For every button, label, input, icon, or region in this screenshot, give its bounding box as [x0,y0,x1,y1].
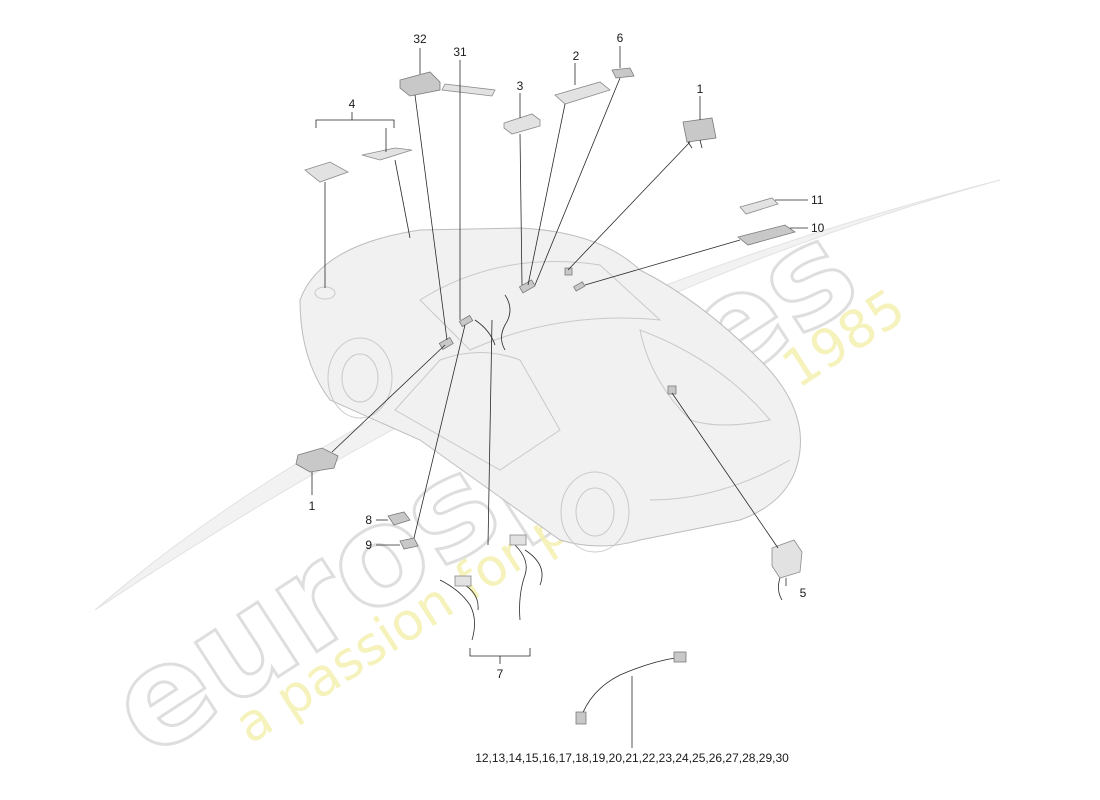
callout-12-30: 12,13,14,15,16,17,18,19,20,21,22,23,24,2… [475,751,789,765]
part-3-unit [503,113,541,135]
bracket-4 [315,112,395,128]
part-5-speaker [771,539,803,579]
rear-wheel [560,471,630,553]
car-windshield [419,261,662,351]
part-11-cover [739,197,779,215]
callout-11: 11 [811,193,824,207]
callout-3: 3 [517,79,524,93]
callout-5: 5 [800,586,807,600]
part-1-control-unit-bottom [295,447,339,473]
part-2-panel [554,81,611,105]
part-12-30-plug-a [575,711,587,725]
part-4-pad-left [304,161,349,183]
part-12-30-cable [579,657,676,721]
bracket-7 [469,648,531,664]
part-7-harness-right [514,544,543,621]
part-9-clip [399,537,419,550]
part-mounted-5 [573,281,586,292]
callout-labels: 32 31 6 2 3 4 1 11 10 1 8 9 5 7 12,13,14… [309,31,825,765]
callout-8: 8 [365,513,372,527]
part-7-connector-a [454,575,472,587]
part-mounted-2 [458,314,474,328]
callout-31: 31 [453,45,467,59]
callout-4: 4 [349,97,356,111]
leader-32-to-car [414,94,448,341]
front-wheel [327,337,393,419]
interior-harness [474,294,511,351]
callout-1-bottom: 1 [309,499,316,513]
front-wheel-rim [341,353,379,403]
part-mounted-3 [518,279,536,294]
part-10-module [737,224,796,246]
part-6-module [611,67,635,79]
part-12-30-plug-b [673,651,687,663]
leader-lines [311,46,808,748]
part-1-control-unit-top [682,117,717,143]
leader-5-to-car [671,392,779,549]
car-door-line [394,352,561,471]
part-31-strip [441,83,496,97]
car-rear-window [639,329,771,426]
part-4-pad-right [361,147,413,161]
part-mounted-1 [438,336,454,351]
watermark-swoosh [94,179,1001,611]
callout-2: 2 [573,49,580,63]
leader-10-to-car [584,239,741,286]
leader-2-to-car [527,103,566,286]
leader-6-to-car [534,77,621,286]
leader-1-top-to-car [567,141,691,271]
leader-3-to-car [519,133,523,286]
part-5-cable [778,577,783,601]
callout-6: 6 [617,31,624,45]
leader-4-right-to-car [394,159,411,239]
part-32-bracket [399,71,441,97]
exploded-parts [295,67,803,725]
part-8-sensor [387,511,411,526]
callout-10: 10 [811,221,825,235]
callout-9: 9 [365,538,372,552]
leader-9-to-car [413,324,466,539]
leader-7-center [487,319,493,546]
callout-1-top: 1 [697,82,704,96]
rear-wheel-rim [575,487,615,537]
part-mounted-6 [667,385,677,395]
leader-1-bottom-to-car [331,344,446,453]
callout-32: 32 [413,32,427,46]
part-mounted-4 [564,267,573,276]
car-rear-bumper [649,459,791,501]
car-body [299,227,801,553]
car-outline [299,227,801,547]
callout-7: 7 [497,667,504,681]
part-7-connector-b [509,534,527,546]
